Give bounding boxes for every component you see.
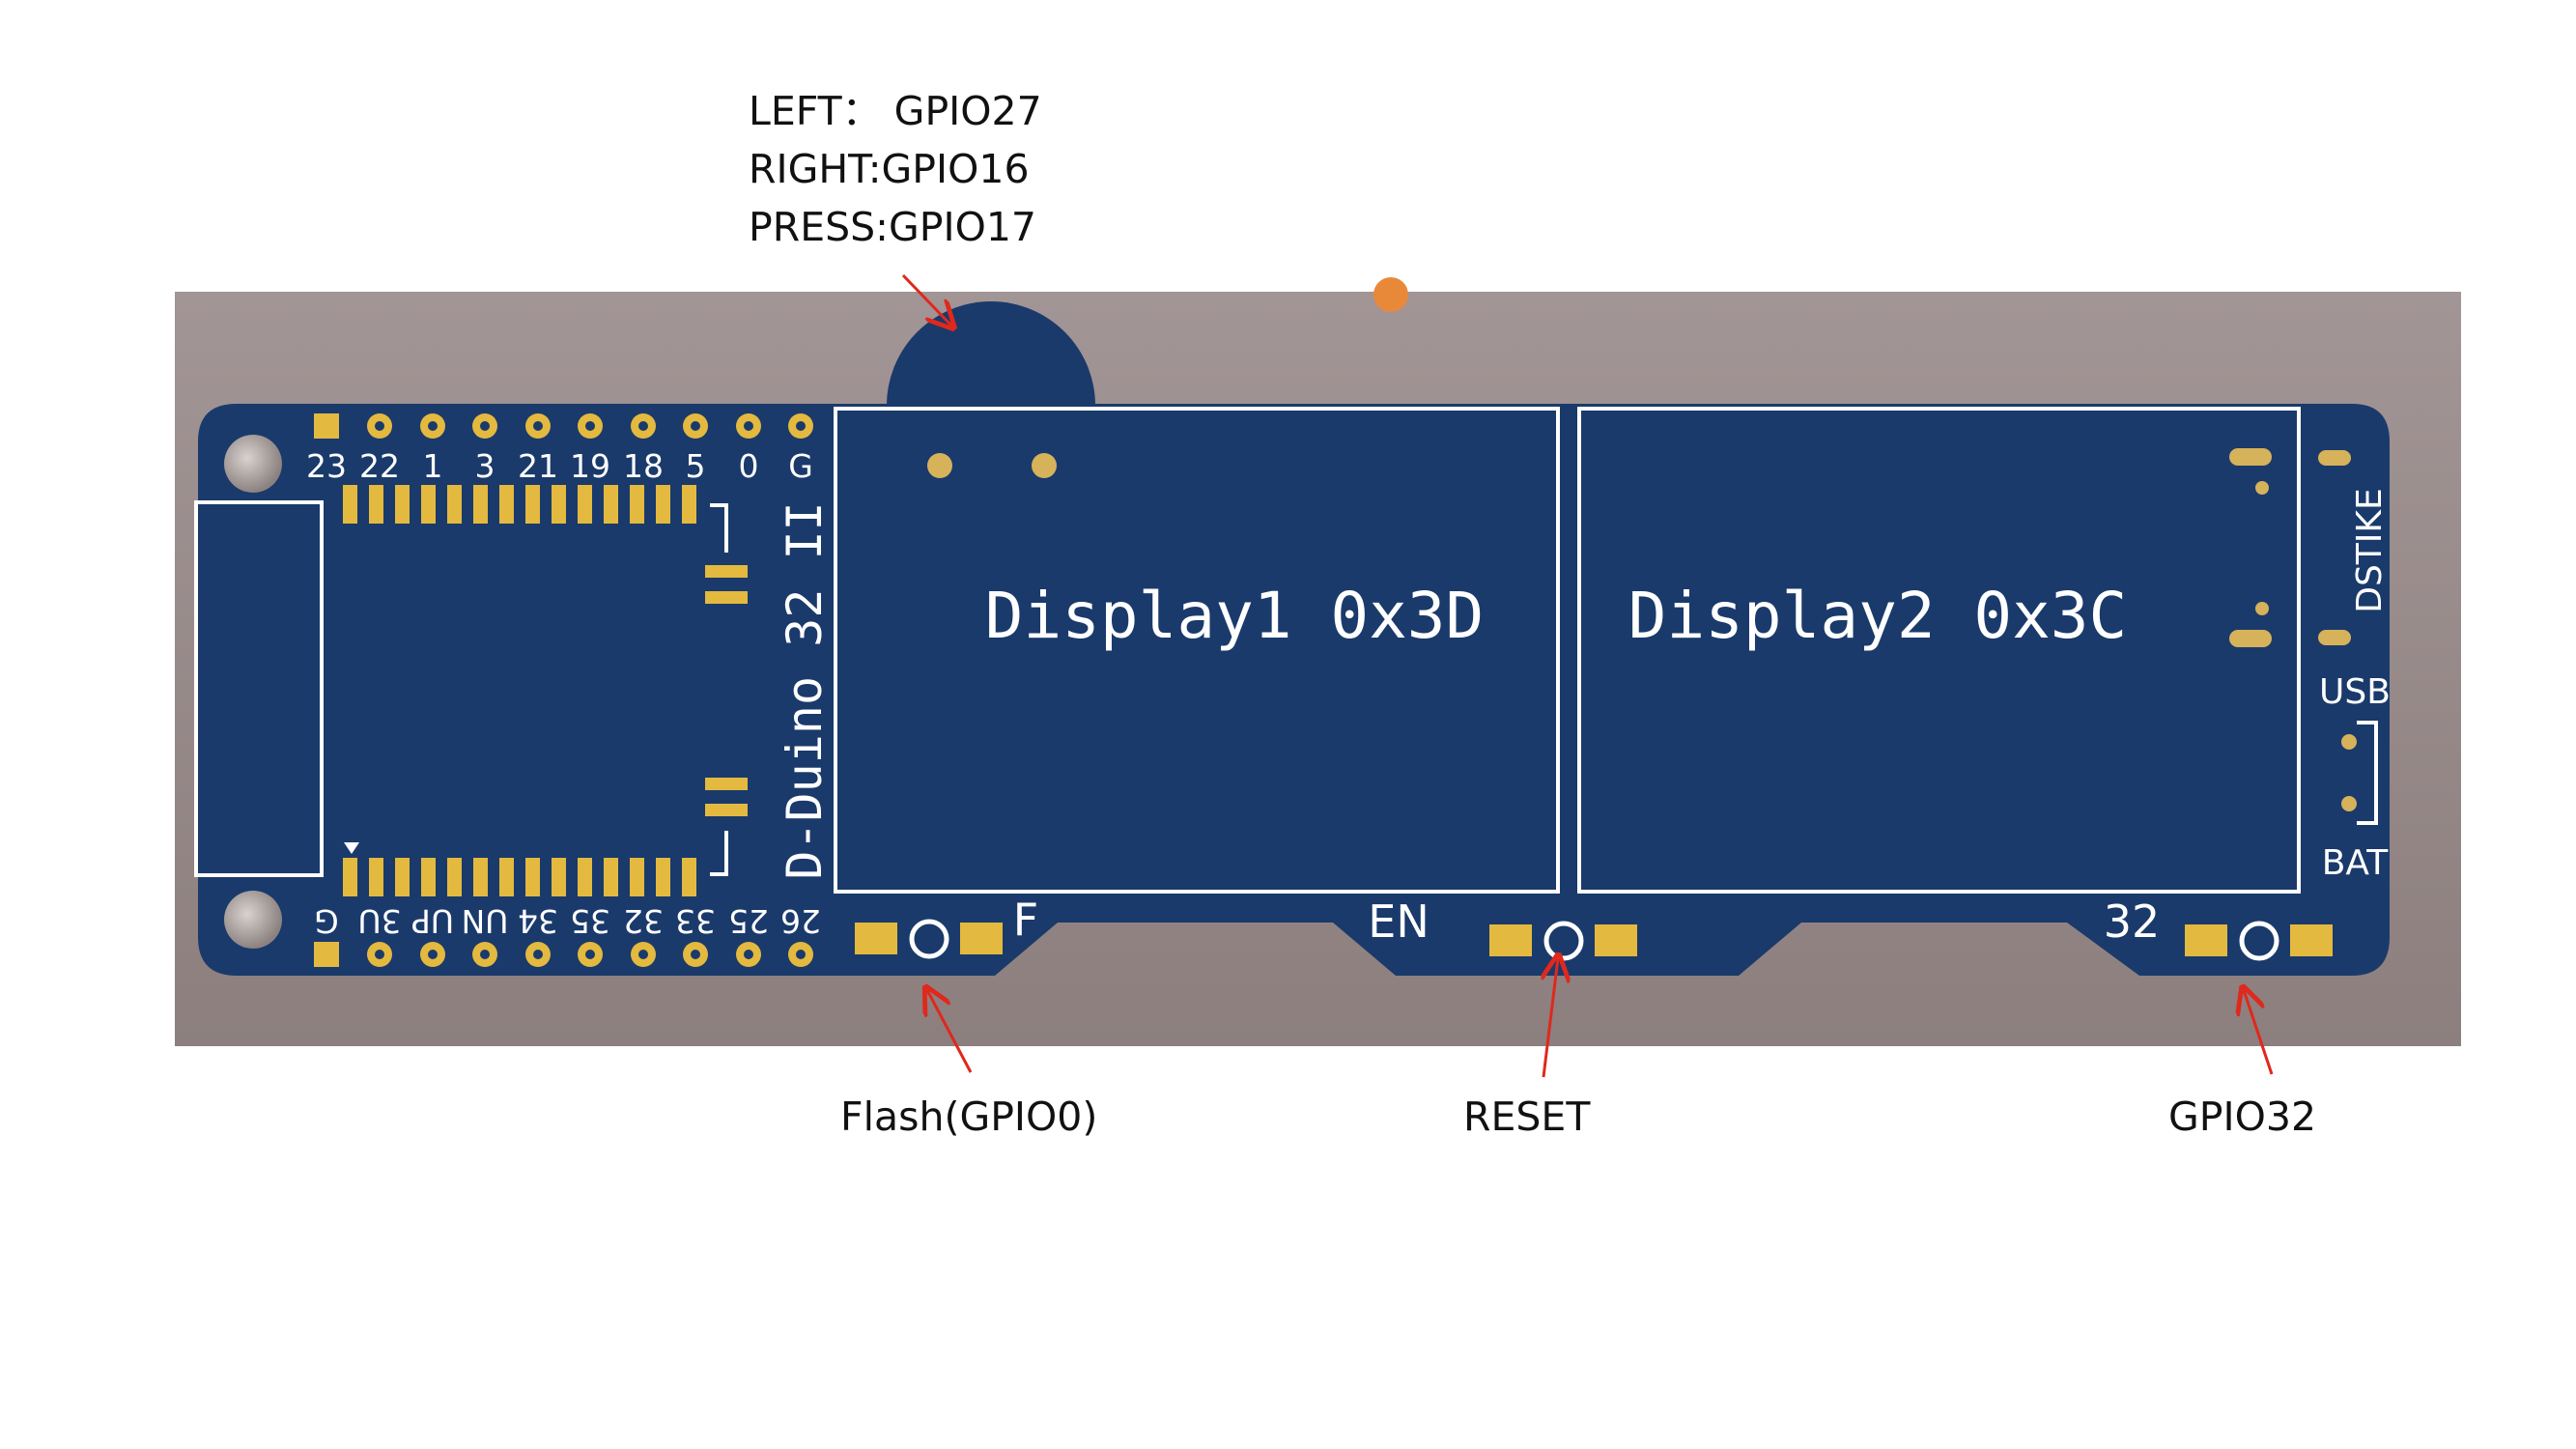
bottom-pin-label: 34 <box>518 902 558 940</box>
top-pin-label: 19 <box>570 447 610 485</box>
top-pin-label: 1 <box>423 447 443 485</box>
mount-hole-top <box>224 435 282 493</box>
display2-label: Display2 0x3C <box>1628 579 2128 653</box>
gpio32-silk-label: 32 <box>2104 895 2161 948</box>
top-pin-label: G <box>788 447 813 485</box>
bottom-pin-label: G <box>314 902 339 940</box>
usb-label: USB <box>2319 672 2391 712</box>
led-indicator <box>1373 277 1408 312</box>
top-pin-label: 23 <box>306 447 347 485</box>
esp32-outline-bottom <box>710 831 728 876</box>
display2-pad <box>2229 630 2272 647</box>
esp32-side-pads <box>705 565 748 816</box>
reset-arrow <box>1543 958 1558 1078</box>
power-switch-bracket <box>2357 721 2378 825</box>
flash-silk-label: F <box>1013 894 1038 946</box>
flash-annotation: Flash(GPIO0) <box>840 1094 1098 1140</box>
bottom-pin-label: 35 <box>570 902 610 940</box>
bottom-header-pins <box>314 942 813 967</box>
pin1-marker <box>344 842 359 854</box>
right-pad <box>2318 450 2351 466</box>
esp32-bottom-pads <box>343 858 696 896</box>
flash-arrow <box>927 990 973 1073</box>
bottom-pin-labels: G 3U UP UN 34 35 32 33 25 26 <box>314 902 821 940</box>
joystick-right-label: RIGHT:GPIO16 <box>749 146 1030 192</box>
right-pad <box>2318 630 2351 645</box>
gpio32-button <box>2185 921 2333 961</box>
bottom-pin-label: 3U <box>357 902 401 940</box>
top-pin-label: 5 <box>686 447 706 485</box>
top-header-pins <box>314 413 813 439</box>
display2-pad <box>2255 481 2269 495</box>
bottom-pin-label: UN <box>462 902 509 940</box>
en-silk-label: EN <box>1368 895 1429 948</box>
top-pin-label: 0 <box>739 447 759 485</box>
display1-label: Display1 0x3D <box>985 579 1485 653</box>
top-pin-labels: 23 22 1 3 21 19 18 5 0 G <box>306 447 813 485</box>
mount-hole-bottom <box>224 891 282 949</box>
top-pin-label: 18 <box>623 447 664 485</box>
display1-pad <box>927 453 952 478</box>
display1-pad <box>1032 453 1057 478</box>
gpio32-arrow <box>2244 990 2274 1075</box>
bottom-pin-label: 25 <box>728 902 769 940</box>
display1-outline <box>834 407 1560 894</box>
bat-label: BAT <box>2322 843 2390 883</box>
display2-pad <box>2255 602 2269 615</box>
gpio32-annotation: GPIO32 <box>2168 1094 2317 1140</box>
bottom-pin-label: 26 <box>780 902 821 940</box>
board-model-label: D-Duino 32 II <box>777 501 833 879</box>
reset-annotation: RESET <box>1463 1094 1591 1140</box>
switch-pad <box>2341 796 2357 811</box>
joystick-arrow <box>901 273 951 326</box>
left-module-outline <box>194 500 324 877</box>
esp32-top-pads <box>343 485 696 524</box>
bottom-pin-label: UP <box>411 902 454 940</box>
top-pin-label: 22 <box>359 447 400 485</box>
esp32-outline-top <box>710 503 728 553</box>
reset-button <box>1489 921 1637 961</box>
top-pin-label: 21 <box>518 447 558 485</box>
bottom-pin-label: 32 <box>623 902 664 940</box>
joystick-left-label: LEFT： GPIO27 <box>749 88 1042 134</box>
joystick-press-label: PRESS:GPIO17 <box>749 204 1037 250</box>
flash-button <box>855 919 1003 959</box>
brand-label: DSTIKE <box>2350 488 2390 613</box>
display2-outline <box>1577 407 2301 894</box>
bottom-pin-label: 33 <box>675 902 716 940</box>
display2-pad <box>2229 448 2272 466</box>
switch-pad <box>2341 734 2357 750</box>
top-pin-label: 3 <box>475 447 495 485</box>
pcb-board <box>198 404 2390 976</box>
